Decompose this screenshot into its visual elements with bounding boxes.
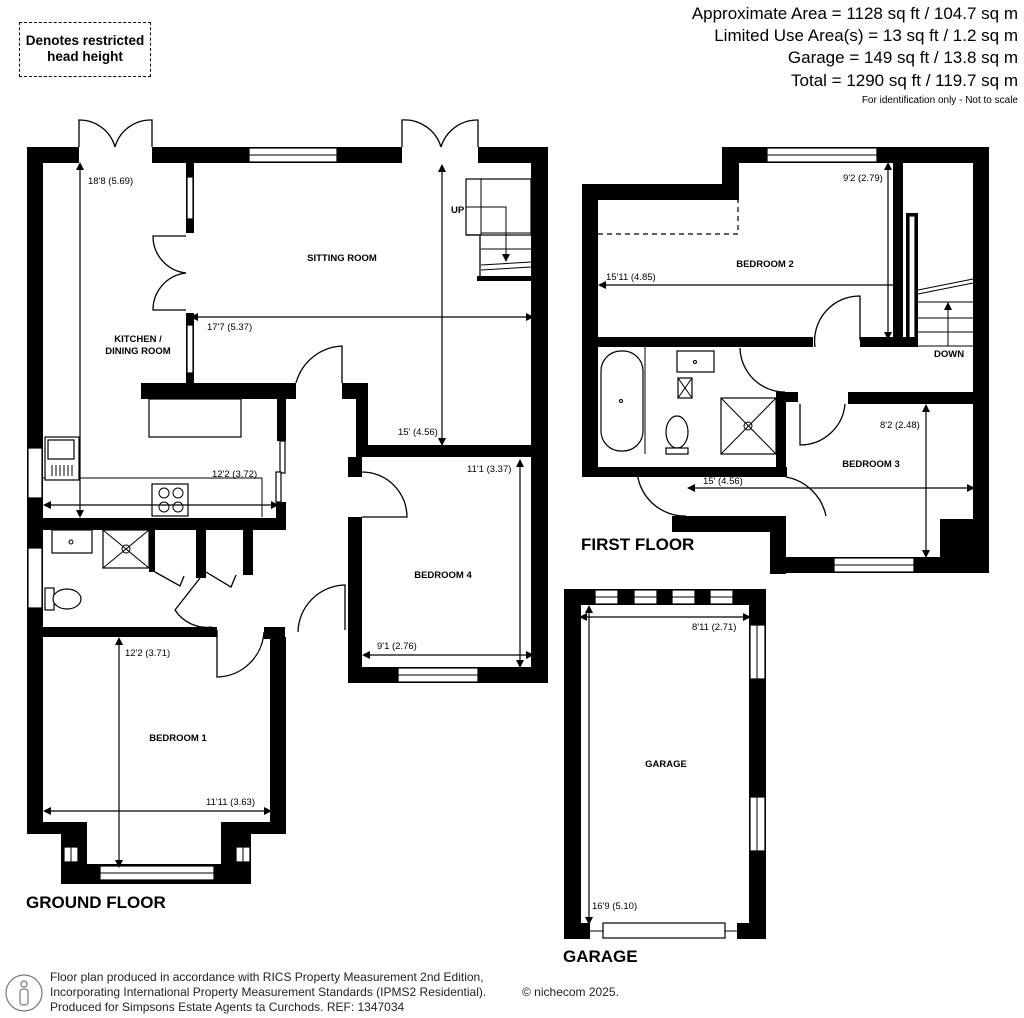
stairs-down-label: DOWN (934, 349, 964, 360)
sitting-width-dimension: 17'7 (5.37) (207, 322, 252, 333)
first-floor-plan: BEDROOM 2 9'2 (2.79) 15'11 (4.85) DOWN B… (581, 147, 989, 574)
sink-drainer (51, 465, 73, 476)
footer-line-3: Produced for Simpsons Estate Agents ta C… (50, 1000, 405, 1014)
total-area: Total = 1290 sq ft / 119.7 sq m (791, 71, 1018, 90)
stairs-up-label: UP (451, 205, 465, 216)
kitchen-width-dimension: 12'2 (3.72) (212, 469, 257, 480)
bedroom2-length-dimension: 9'2 (2.79) (843, 173, 883, 184)
scale-note: For identification only - Not to scale (861, 95, 1018, 106)
limited-use-area: Limited Use Area(s) = 13 sq ft / 1.2 sq … (714, 26, 1018, 45)
copyright: © nichecom 2025. (522, 985, 619, 999)
sitting-length-dimension: 15' (4.56) (398, 427, 438, 438)
sitting-room-label: SITTING ROOM (307, 253, 377, 264)
bedroom1-length-dimension: 12'2 (3.71) (125, 648, 170, 659)
footer-text: Floor plan produced in accordance with R… (50, 970, 486, 1015)
bedroom4-length-dimension: 11'1 (3.37) (467, 464, 511, 475)
ground-floor-title: GROUND FLOOR (26, 893, 166, 912)
garage-width-dimension: 8'11 (2.71) (692, 622, 736, 633)
garage-room-label: GARAGE (645, 759, 687, 770)
garage-area: Garage = 149 sq ft / 13.8 sq m (787, 48, 1018, 67)
bedroom3-width-dimension: 15' (4.56) (703, 476, 743, 487)
footer-line-1: Floor plan produced in accordance with R… (50, 970, 484, 984)
bedroom3-label: BEDROOM 3 (842, 459, 900, 470)
bedroom1-width-dimension: 11'11 (3.63) (206, 797, 255, 808)
footer-line-2: Incorporating International Property Mea… (50, 985, 487, 999)
ground-floor-plan: 18'8 (5.69) KITCHEN / DINING ROOM SITTIN… (26, 119, 548, 912)
approximate-area: Approximate Area = 1128 sq ft / 104.7 sq… (691, 4, 1018, 23)
kitchen-length-dimension: 18'8 (5.69) (88, 176, 133, 187)
first-floor-title: FIRST FLOOR (581, 535, 694, 554)
garage-length-dimension: 16'9 (5.10) (592, 901, 637, 912)
bedroom1-label: BEDROOM 1 (149, 733, 207, 744)
person-icon (5, 974, 43, 1012)
kitchen-label-line2: DINING ROOM (105, 346, 171, 357)
bedroom4-label: BEDROOM 4 (414, 570, 472, 581)
bedroom2-label: BEDROOM 2 (736, 259, 794, 270)
bedroom4-width-dimension: 9'1 (2.76) (377, 641, 417, 652)
bedroom2-width-dimension: 15'11 (4.85) (606, 272, 656, 283)
restricted-height-legend: Denotes restricted head height (19, 22, 151, 77)
kitchen-label-line1: KITCHEN / (114, 334, 162, 345)
bedroom3-length-dimension: 8'2 (2.48) (880, 420, 920, 431)
garage-plan: 8'11 (2.71) GARAGE 16'9 (5.10) GARAGE (563, 589, 766, 966)
legend-label: Denotes restricted head height (25, 33, 145, 64)
garage-title: GARAGE (563, 947, 638, 966)
